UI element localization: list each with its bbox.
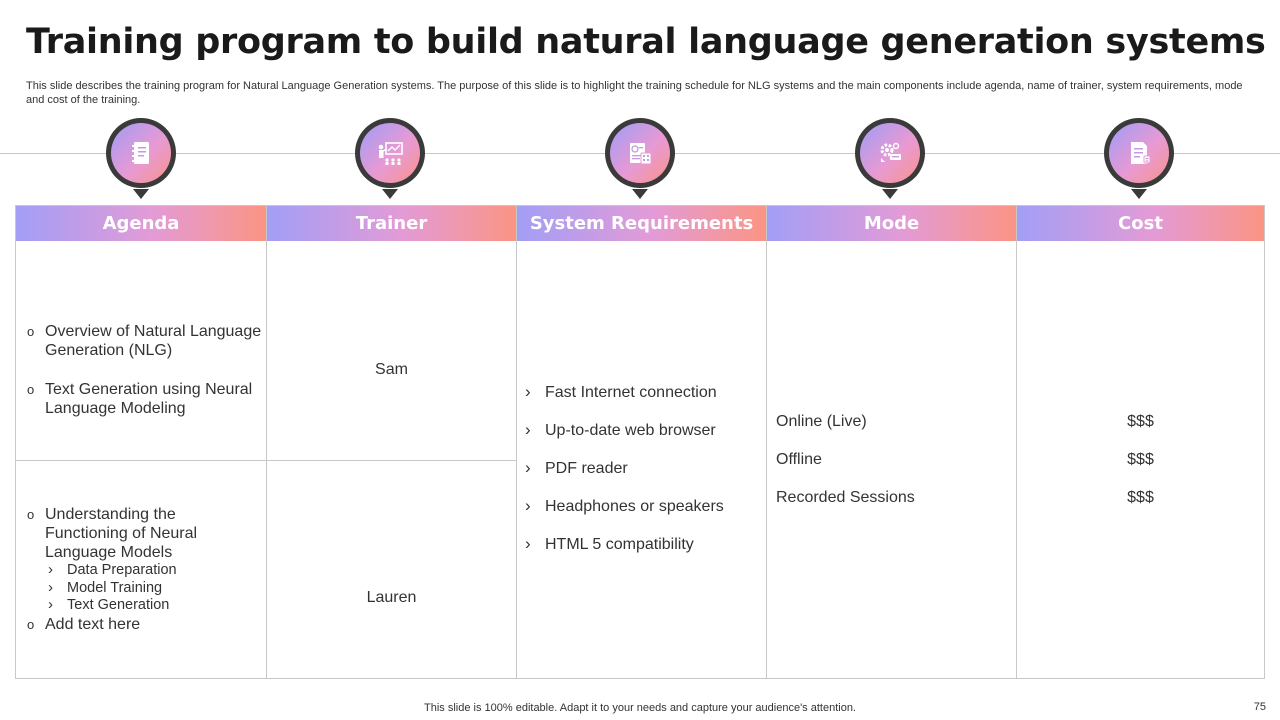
system-requirements-icon <box>630 143 652 165</box>
agenda-sub-item: Model Training <box>16 579 266 598</box>
requirements-list: Fast Internet connection Up-to-date web … <box>517 382 766 573</box>
trainer-row-divider <box>267 460 516 461</box>
trainer-header: Trainer <box>267 206 516 241</box>
mode-list: Online (Live) Offline Recorded Sessions <box>767 412 1016 526</box>
mode-icon-marker <box>855 118 925 200</box>
page-number: 75 <box>1253 701 1266 713</box>
agenda-header: Agenda <box>16 206 266 241</box>
agenda-item: Understanding the Functioning of Neural … <box>16 505 266 562</box>
mode-item: Recorded Sessions <box>776 489 915 506</box>
presentation-icon <box>378 142 403 165</box>
mode-column: Mode Online (Live) Offline Recorded Sess… <box>766 206 1016 678</box>
agenda-row-divider <box>16 460 266 461</box>
mode-item: Offline <box>776 451 822 468</box>
requirements-column: System Requirements Fast Internet connec… <box>516 206 766 678</box>
requirement-item: PDF reader <box>517 458 766 478</box>
notebook-icon <box>132 142 149 164</box>
settings-mode-icon <box>880 142 901 162</box>
requirements-header: System Requirements <box>517 206 766 241</box>
agenda-sub-item: Data Preparation <box>16 561 266 580</box>
agenda-block-2: Understanding the Functioning of Neural … <box>16 505 266 634</box>
cost-list: $$$ $$$ $$$ <box>1017 412 1264 526</box>
slide-description: This slide describes the training progra… <box>26 80 1243 106</box>
agenda-item: Overview of Natural Language Generation … <box>16 322 266 360</box>
agenda-item: Add text here <box>16 615 266 634</box>
cost-item: $$$ <box>1127 451 1154 468</box>
invoice-cost-icon <box>1131 142 1151 164</box>
agenda-icon-marker <box>106 118 176 200</box>
cost-item: $$$ <box>1127 413 1154 430</box>
footer-note: This slide is 100% editable. Adapt it to… <box>424 702 856 714</box>
trainer-column: Trainer Sam Lauren <box>266 206 516 678</box>
cost-item: $$$ <box>1127 489 1154 506</box>
agenda-sub-item: Text Generation <box>16 596 266 615</box>
requirement-item: Up-to-date web browser <box>517 420 766 440</box>
trainer-name: Sam <box>375 361 408 378</box>
page-title: Training program to build natural langua… <box>26 22 1266 62</box>
requirements-icon-marker <box>605 118 675 200</box>
agenda-column: Agenda Overview of Natural Language Gene… <box>16 206 266 678</box>
agenda-item: Text Generation using Neural Language Mo… <box>16 380 266 418</box>
cost-header: Cost <box>1017 206 1264 241</box>
training-table: Agenda Overview of Natural Language Gene… <box>15 205 1265 679</box>
trainer-name: Lauren <box>366 589 417 606</box>
mode-header: Mode <box>767 206 1016 241</box>
cost-icon-marker <box>1104 118 1174 200</box>
cost-column: Cost $$$ $$$ $$$ <box>1016 206 1264 678</box>
requirement-item: HTML 5 compatibility <box>517 534 766 554</box>
requirement-item: Headphones or speakers <box>517 496 766 516</box>
trainer-icon-marker <box>355 118 425 200</box>
requirement-item: Fast Internet connection <box>517 382 766 402</box>
mode-item: Online (Live) <box>776 413 867 430</box>
agenda-block-1: Overview of Natural Language Generation … <box>16 322 266 418</box>
